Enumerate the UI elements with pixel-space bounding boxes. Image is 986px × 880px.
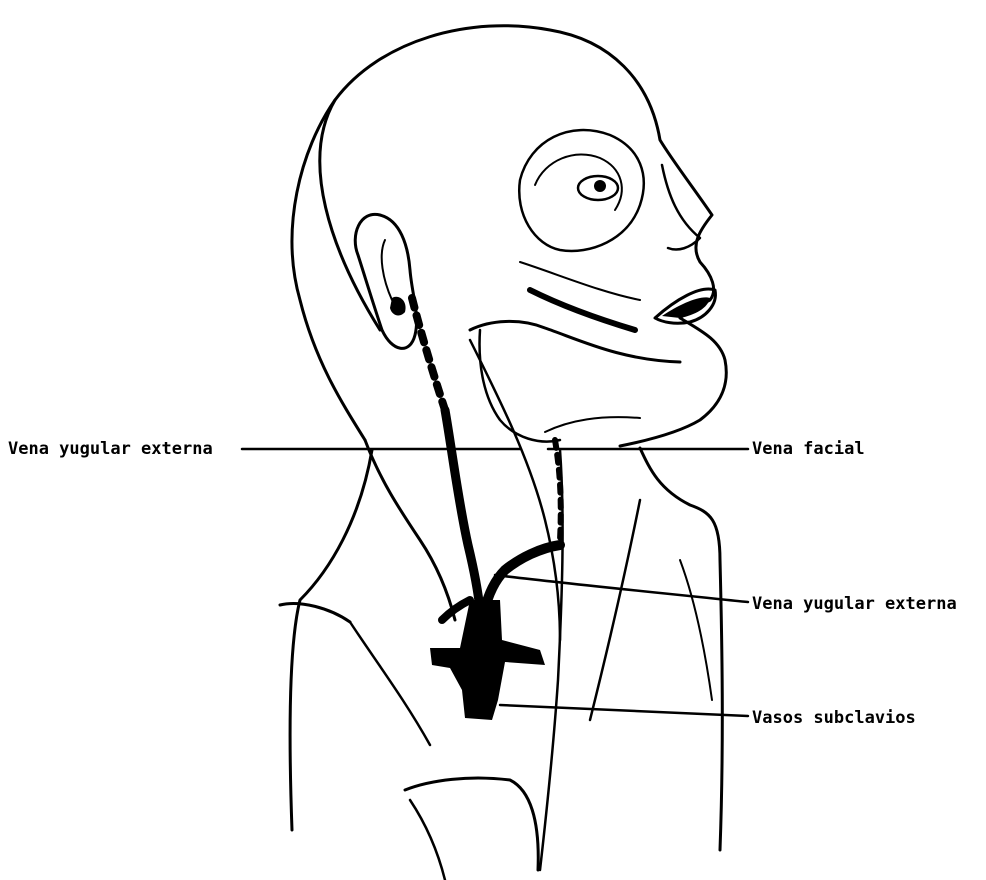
- external-jugular-vein: [445, 410, 480, 610]
- leader-external-jugular-right: [495, 575, 748, 602]
- back-of-head: [292, 100, 365, 440]
- collar-fold: [410, 800, 445, 880]
- external-jugular-dashed: [412, 298, 445, 410]
- ear-lobe-shade: [390, 297, 406, 316]
- nose: [662, 165, 700, 250]
- label-external-jugular-right: Vena yugular externa: [752, 596, 957, 613]
- jaw-line: [470, 321, 680, 362]
- label-facial-vein: Vena facial: [752, 441, 865, 458]
- neck-back: [365, 440, 455, 620]
- ear-inner: [382, 240, 392, 300]
- chin-stubble: [545, 417, 640, 432]
- head-outline: [320, 26, 726, 446]
- label-external-jugular-left: Vena yugular externa: [8, 441, 213, 458]
- subclavian-branch-left: [442, 600, 470, 620]
- trapezius: [290, 450, 372, 830]
- sternocleidomastoid-front: [590, 500, 640, 720]
- throat: [640, 448, 722, 850]
- shoulder-line: [350, 622, 430, 745]
- shoulder-top: [280, 604, 350, 622]
- pupil: [594, 180, 606, 192]
- label-subclavian-vessels: Vasos subclavios: [752, 710, 916, 727]
- eye-socket: [519, 130, 644, 251]
- facial-vein-dashed: [555, 440, 561, 540]
- leader-subclavian: [500, 705, 748, 716]
- eye-socket-inner: [535, 154, 622, 210]
- cheek-fold: [530, 290, 635, 330]
- neck-muscle-line: [680, 560, 712, 700]
